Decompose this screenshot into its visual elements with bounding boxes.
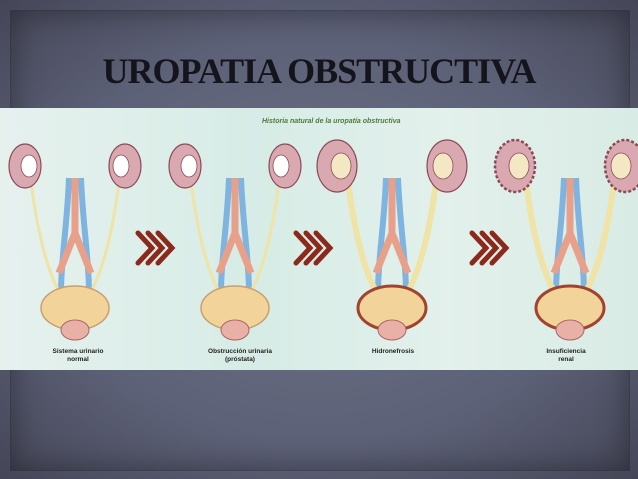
progression-arrow: [313, 230, 334, 266]
aorta: [550, 178, 590, 275]
caption-line: normal: [67, 356, 89, 363]
vena-cava: [58, 177, 92, 294]
renal-pelvis: [330, 152, 352, 180]
stage-caption-renal-failure: Insuficiencia renal: [511, 348, 621, 364]
aorta: [55, 178, 95, 275]
progression-arrow: [145, 230, 166, 266]
renal-pelvis: [610, 152, 632, 180]
ureter: [522, 172, 618, 295]
progression-arrow: [489, 230, 510, 266]
renal-pelvis: [272, 154, 290, 178]
renal-pelvis: [432, 152, 454, 180]
progression-arrow: [479, 230, 500, 266]
caption-line: (próstata): [225, 356, 255, 363]
stage-caption-hydronephrosis: Hidronefrosis: [338, 348, 448, 356]
progression-arrow: [135, 230, 156, 266]
slide-title: UROPATIA OBSTRUCTIVA: [102, 51, 536, 91]
ureter: [28, 172, 122, 294]
prostate: [555, 319, 585, 341]
prostate: [60, 319, 90, 341]
figure-subtitle: Historia natural de la uropatía obstruct…: [262, 118, 401, 125]
renal-pelvis: [20, 154, 38, 178]
prostate: [220, 319, 250, 341]
stage-caption-obstruction: Obstrucción urinaria (próstata): [185, 348, 295, 364]
renal-pelvis: [112, 154, 130, 178]
uropathy-figure: Historia natural de la uropatía obstruct…: [0, 108, 638, 370]
ureter: [344, 172, 440, 295]
caption-line: renal: [558, 356, 574, 363]
caption-line: Sistema urinario: [52, 348, 104, 355]
vena-cava: [375, 177, 409, 294]
progression-arrow: [469, 230, 490, 266]
ureter: [188, 172, 282, 294]
progression-arrow: [155, 230, 176, 266]
renal-pelvis: [508, 152, 530, 180]
progression-arrow: [303, 230, 324, 266]
prostate: [377, 319, 407, 341]
renal-pelvis: [180, 154, 198, 178]
vena-cava: [218, 177, 252, 294]
vena-cava: [553, 177, 587, 294]
caption-line: Obstrucción urinaria: [208, 348, 272, 355]
caption-line: Insuficiencia: [546, 348, 586, 355]
aorta: [215, 178, 255, 275]
caption-line: Hidronefrosis: [371, 348, 415, 355]
stage-caption-normal: Sistema urinario normal: [23, 348, 133, 364]
aorta: [372, 178, 412, 275]
figure-illustration: [8, 138, 638, 341]
progression-arrow: [293, 230, 314, 266]
